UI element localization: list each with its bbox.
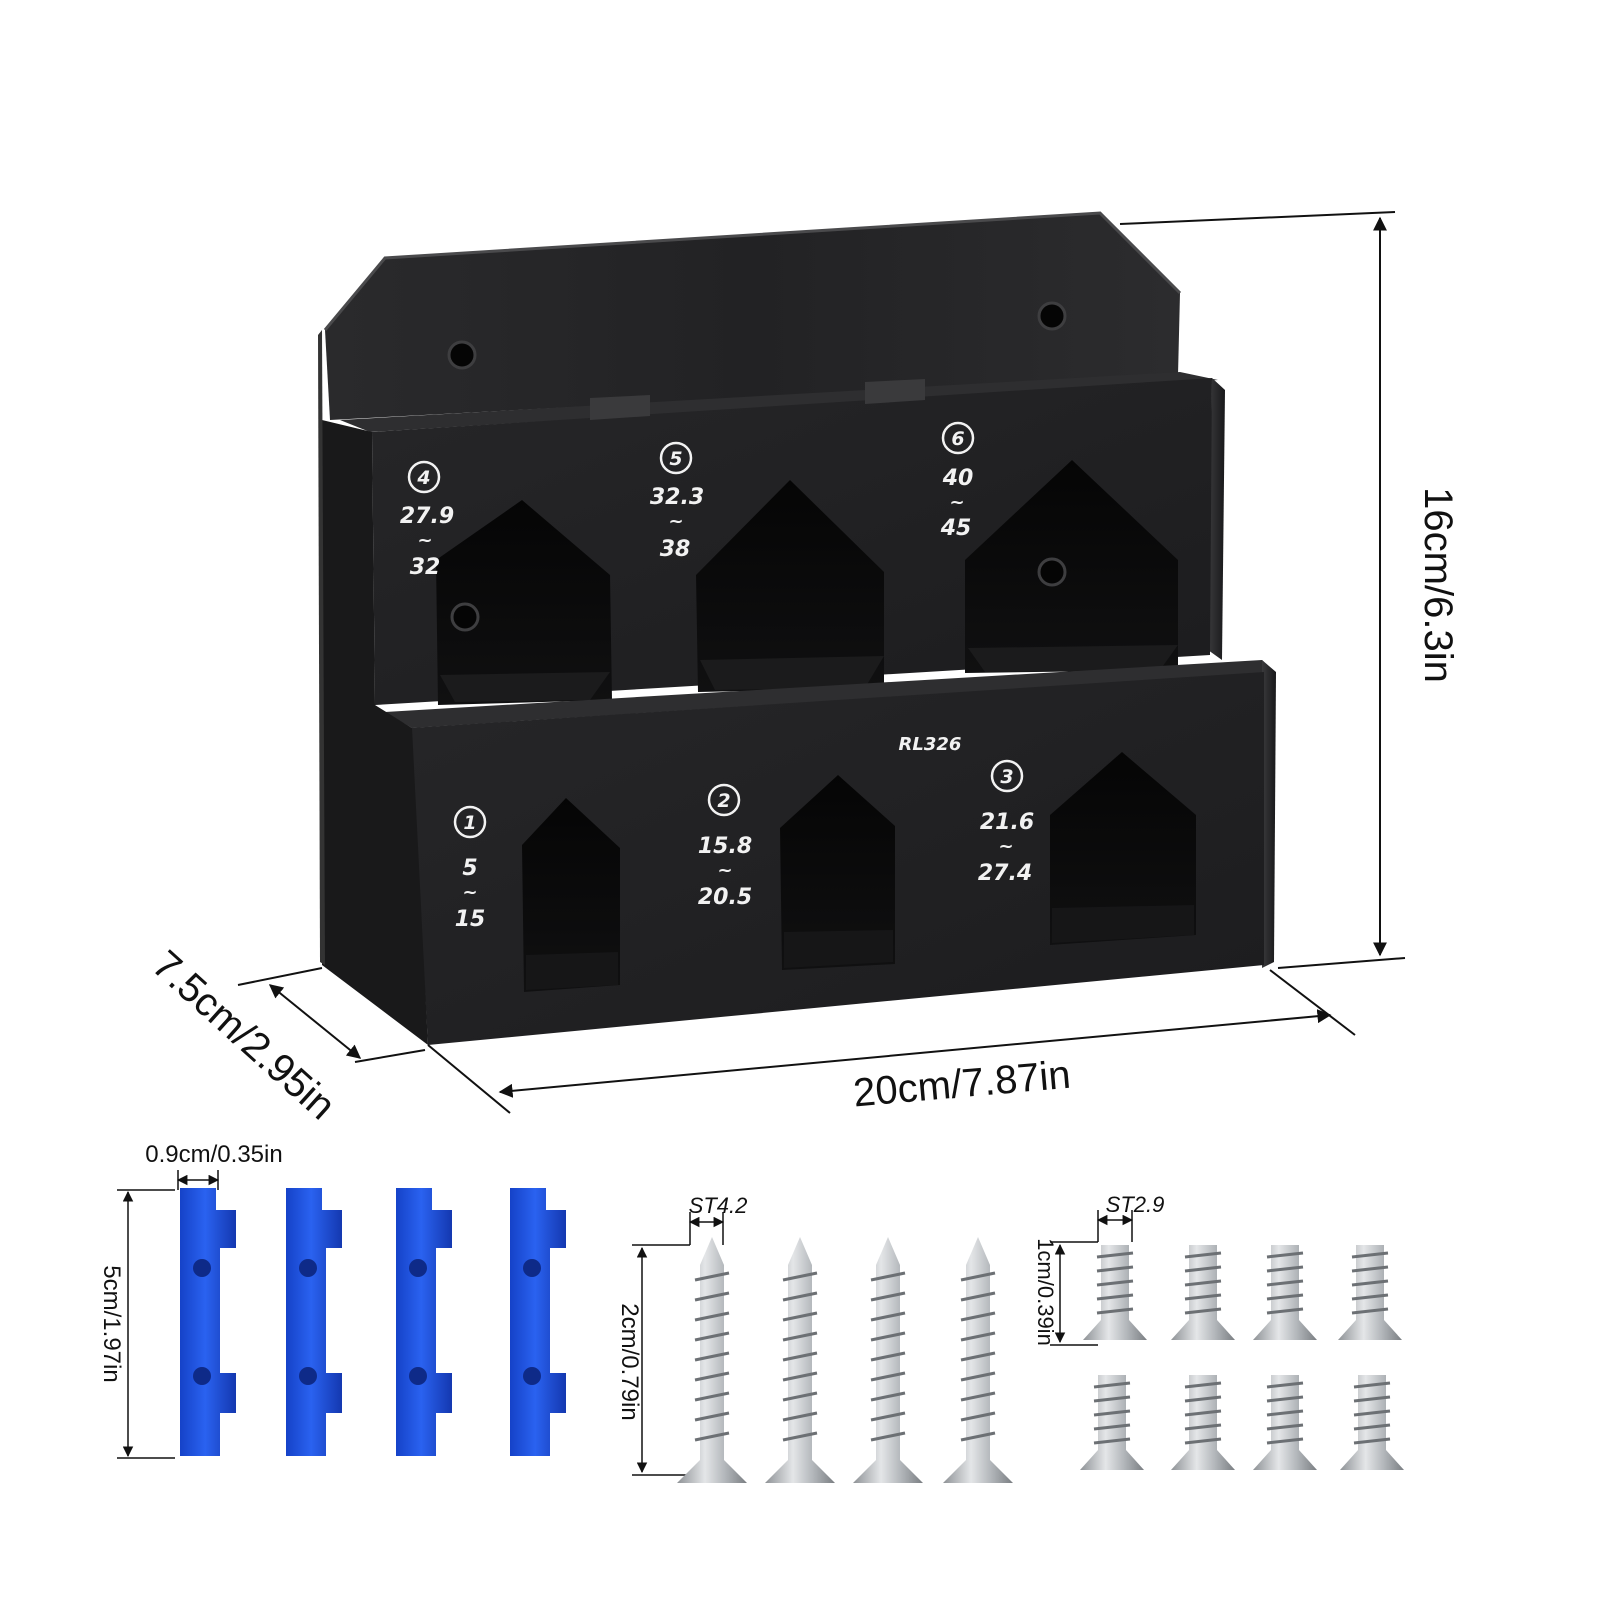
slot-2-tilde: ~ <box>717 860 732 881</box>
slot-6-bottom: 45 <box>940 516 972 541</box>
slot-3-tilde: ~ <box>998 836 1013 857</box>
slot-2-top: 15.8 <box>698 834 752 859</box>
large-screw <box>943 1237 1013 1483</box>
clip-length-label: 5cm/1.97in <box>98 1265 125 1382</box>
slot-3-top: 21.6 <box>980 810 1034 835</box>
slot-3-opening <box>1050 752 1196 945</box>
slot-2-number: 2 <box>717 790 730 812</box>
small-screw <box>1338 1245 1402 1340</box>
slot-4-bottom: 32 <box>410 555 441 580</box>
mount-hole <box>447 340 477 370</box>
small-screw-type-label: ST2.9 <box>1106 1192 1165 1217</box>
slot-labels: 4 27.9 ~ 32 5 32.3 ~ 38 6 40 ~ 45 1 5 ~ … <box>400 421 1034 932</box>
slot-2-opening <box>780 775 895 970</box>
holder-body <box>318 211 1276 1045</box>
large-screw <box>853 1237 923 1483</box>
slot-3-bottom: 27.4 <box>978 861 1032 886</box>
mount-hole <box>1037 557 1067 587</box>
small-screw <box>1083 1245 1147 1340</box>
slot-6-tilde: ~ <box>949 492 964 513</box>
slot-4-tilde: ~ <box>417 530 432 551</box>
clip-width-label: 0.9cm/0.35in <box>145 1141 282 1168</box>
small-screw <box>1171 1375 1235 1470</box>
small-screw-length-label: 1cm/0.39in <box>1033 1238 1058 1346</box>
slot-6-opening <box>965 460 1178 673</box>
large-screw-set: ST4.2 2cm/0.79in <box>616 1193 1013 1483</box>
blue-clip <box>396 1188 452 1456</box>
slot-1-bottom: 15 <box>455 907 486 932</box>
large-screw <box>677 1237 747 1483</box>
blue-clip <box>286 1188 342 1456</box>
blue-clip <box>510 1188 566 1456</box>
large-screw-type-label: ST4.2 <box>689 1193 748 1218</box>
slot-1-opening <box>522 798 620 992</box>
large-screw <box>765 1237 835 1483</box>
slot-1-top: 5 <box>462 856 477 881</box>
slot-5-label: 5 32.3 ~ 38 <box>650 441 704 562</box>
width-dimension-label: 20cm/7.87in <box>851 1053 1072 1116</box>
slot-4-opening <box>436 500 612 705</box>
slot-5-number: 5 <box>669 448 682 470</box>
slot-5-tilde: ~ <box>668 511 683 532</box>
mount-hole <box>450 602 480 632</box>
slot-6-number: 6 <box>951 428 964 450</box>
slot-1-tilde: ~ <box>462 882 477 903</box>
clip-set: 0.9cm/0.35in 5cm/1.97in <box>98 1141 566 1459</box>
blue-clip <box>180 1188 236 1456</box>
small-screw <box>1340 1375 1404 1470</box>
small-screw <box>1253 1245 1317 1340</box>
slot-2-bottom: 20.5 <box>698 885 752 910</box>
height-dimension-label: 16cm/6.3in <box>1416 487 1460 683</box>
back-plate <box>325 213 1180 420</box>
dimension-lines <box>237 211 1406 1114</box>
small-screw-set: ST2.9 1cm/0.39in <box>1033 1192 1404 1470</box>
slot-3-number: 3 <box>1000 766 1013 788</box>
slot-3-label: 3 21.6 ~ 27.4 <box>978 759 1034 886</box>
slot-6-top: 40 <box>942 466 974 491</box>
model-label: RL326 <box>899 734 962 755</box>
small-screw <box>1253 1375 1317 1470</box>
slot-1-label: 1 5 ~ 15 <box>453 805 487 932</box>
slot-6-label: 6 40 ~ 45 <box>940 421 975 541</box>
slot-1-number: 1 <box>463 812 476 834</box>
slot-5-bottom: 38 <box>660 537 691 562</box>
mount-hole <box>1037 301 1067 331</box>
slot-5-opening <box>696 480 884 692</box>
slot-4-number: 4 <box>416 467 430 489</box>
slot-2-label: 2 15.8 ~ 20.5 <box>698 783 752 910</box>
slot-4-label: 4 27.9 ~ 32 <box>400 460 454 580</box>
small-screw <box>1171 1245 1235 1340</box>
slot-5-top: 32.3 <box>650 485 704 510</box>
small-screw <box>1080 1375 1144 1470</box>
slot-4-top: 27.9 <box>400 504 454 529</box>
large-screw-length-label: 2cm/0.79in <box>616 1303 643 1420</box>
